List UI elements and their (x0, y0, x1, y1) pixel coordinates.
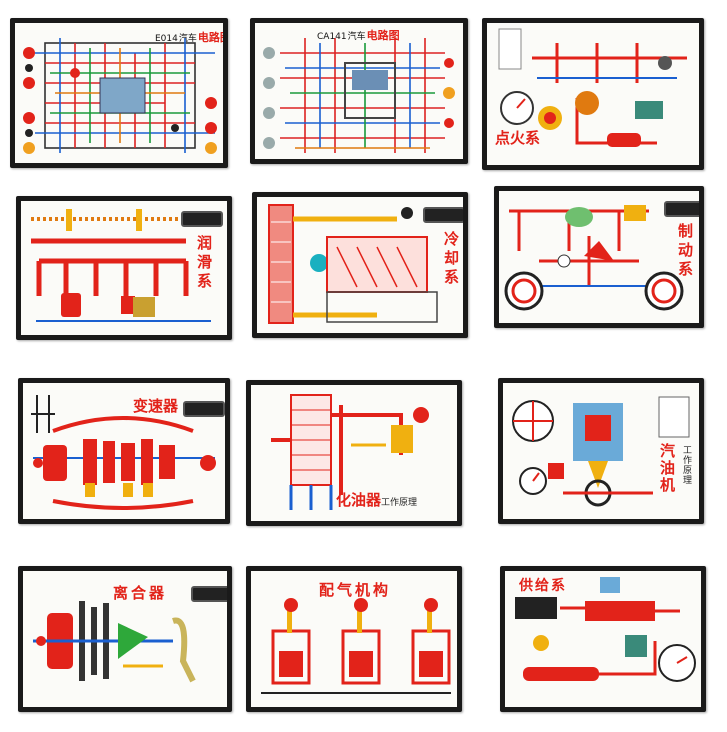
board-gasoline-engine: 汽油机 工作原理 (498, 378, 704, 524)
panel: 润滑系 (21, 201, 227, 335)
panel: 变速器 (23, 383, 225, 519)
valve-train-diagram (261, 598, 451, 694)
indicator-slot (181, 211, 223, 227)
board-title: 点火系 (495, 129, 541, 147)
board-fuel-supply: 供给系 (500, 566, 706, 712)
panel: 配气机构 (251, 571, 457, 707)
board-model: CA141 (317, 32, 347, 42)
clutch-diagram (33, 601, 196, 683)
board-ignition: 点火系 (482, 18, 704, 170)
ignition-diagram (498, 28, 687, 147)
panel: E014汽车电路图 (15, 23, 223, 163)
board-transmission: 变速器 (18, 378, 230, 524)
board-title: 冷却系 (442, 231, 460, 288)
board-title-text: 电路图 (197, 31, 223, 44)
circuit-diagram (23, 38, 217, 154)
board-ca141-circuit: CA141汽车电路图 (250, 18, 468, 164)
panel: 点火系 (487, 23, 699, 165)
board-e014-circuit: E014汽车电路图 (10, 18, 228, 168)
board-title: 润滑系 (195, 235, 213, 292)
panel: 供给系 (505, 571, 701, 707)
lubrication-diagram (31, 209, 211, 322)
board-title: 汽油机 (658, 443, 676, 494)
board-lubrication: 润滑系 (16, 196, 232, 340)
panel: CA141汽车电路图 (255, 23, 463, 159)
board-model: E014 (155, 34, 178, 44)
board-title: 离合器 (113, 584, 168, 602)
panel: 汽油机 工作原理 (503, 383, 699, 519)
fuel-supply-diagram (515, 577, 696, 682)
indicator-slot (191, 586, 227, 602)
indicator-slot (183, 401, 225, 417)
panel: 制动系 (499, 191, 699, 323)
board-model-suffix: 汽车 (347, 32, 366, 42)
board-carburetor: 化油器工作原理 (246, 380, 462, 526)
board-subtitle: 工作原理 (681, 445, 691, 485)
board-clutch: 离合器 (18, 566, 232, 712)
board-title: 供给系 (519, 578, 567, 594)
braking-diagram (504, 205, 684, 311)
board-model-suffix: 汽车 (178, 34, 197, 44)
board-title-text: 电路图 (366, 29, 400, 42)
board-title: 化油器工作原理 (336, 493, 417, 508)
board-title: 配气机构 (319, 581, 392, 599)
board-title: CA141汽车电路图 (317, 30, 400, 42)
circuit-diagram (263, 38, 455, 153)
board-subtitle: 工作原理 (381, 498, 418, 508)
indicator-slot (664, 201, 699, 217)
board-cooling: 冷却系 (252, 192, 468, 338)
board-title: E014汽车电路图 (155, 32, 223, 44)
transmission-diagram (31, 395, 216, 510)
cooling-diagram (268, 204, 438, 324)
indicator-slot (423, 207, 463, 223)
panel: 化油器工作原理 (251, 385, 457, 521)
board-title: 变速器 (133, 397, 179, 415)
board-title: 制动系 (676, 223, 694, 280)
board-valve-train: 配气机构 (246, 566, 462, 712)
board-title-text: 化油器 (336, 491, 382, 509)
panel: 离合器 (23, 571, 227, 707)
carburetor-diagram (271, 394, 429, 510)
board-braking: 制动系 (494, 186, 704, 328)
panel: 冷却系 (257, 197, 463, 333)
gasoline-engine-diagram (512, 396, 690, 507)
